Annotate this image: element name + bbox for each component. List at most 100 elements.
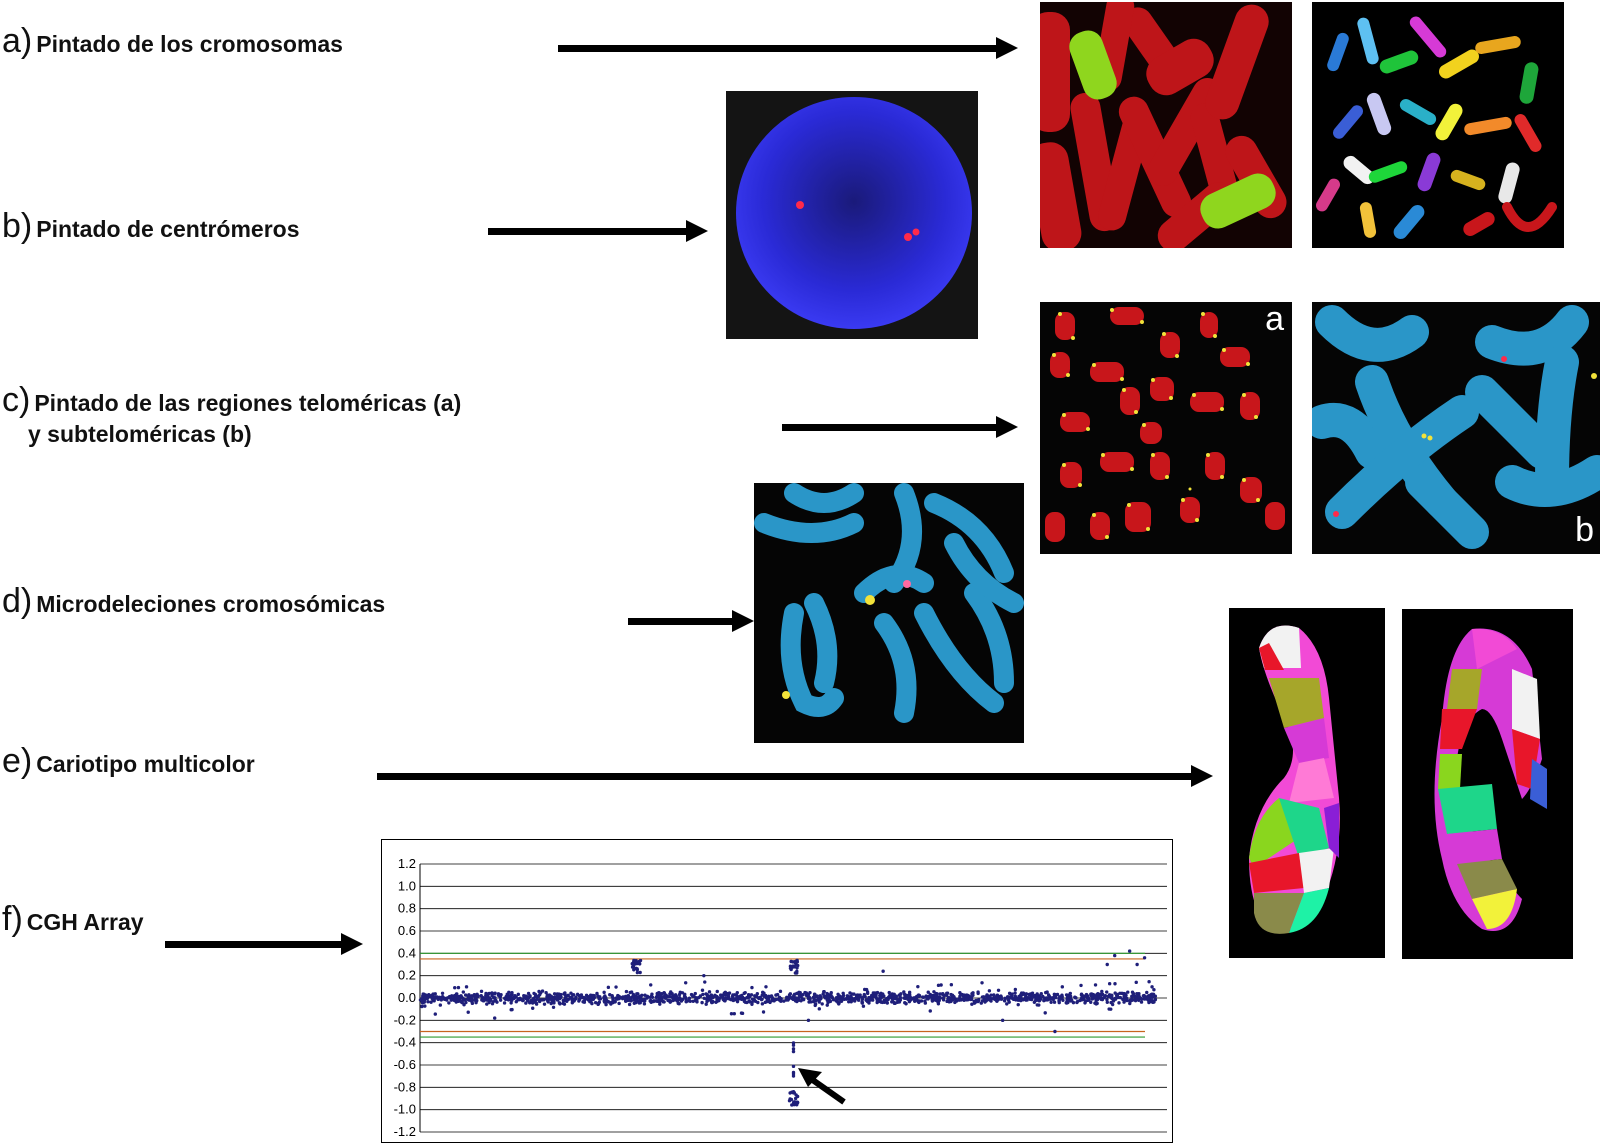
data-point — [696, 995, 701, 1000]
data-point — [985, 993, 989, 997]
data-point — [745, 996, 749, 1000]
data-point — [514, 1000, 518, 1004]
y-tick-label: 1.2 — [398, 856, 416, 871]
data-point — [1086, 998, 1090, 1003]
data-point — [847, 1000, 851, 1004]
data-point — [595, 991, 599, 996]
data-point — [447, 994, 452, 999]
data-point — [987, 989, 992, 993]
data-point — [1043, 1011, 1047, 1015]
data-point — [1090, 995, 1094, 999]
data-point — [1030, 997, 1034, 1002]
data-point — [1110, 1002, 1115, 1007]
data-point — [700, 1000, 704, 1005]
data-point — [801, 993, 805, 997]
data-point — [980, 999, 985, 1003]
data-point — [488, 998, 493, 1002]
data-point — [544, 990, 548, 995]
arrow-c — [782, 416, 1018, 438]
data-point — [933, 994, 937, 999]
data-point — [933, 998, 938, 1002]
data-point — [867, 995, 871, 1000]
label-f-letter: f) — [2, 900, 23, 938]
data-point — [629, 999, 633, 1003]
data-point — [1013, 991, 1017, 995]
data-point — [487, 991, 491, 996]
data-point — [1105, 962, 1109, 967]
data-point — [927, 995, 931, 1000]
data-point — [777, 995, 782, 999]
data-point — [659, 997, 664, 1002]
data-point — [474, 1000, 478, 1005]
data-point — [806, 1018, 811, 1023]
data-point — [793, 959, 797, 964]
data-point — [739, 1011, 744, 1015]
data-point — [806, 993, 811, 997]
data-point — [658, 1002, 662, 1006]
label-a-text: Pintado de los cromosomas — [36, 31, 343, 57]
data-point — [791, 1064, 796, 1069]
data-point — [791, 1049, 796, 1054]
data-point — [941, 996, 945, 1001]
data-point — [797, 990, 801, 995]
y-tick-label: 0.4 — [398, 945, 416, 960]
data-point — [707, 990, 712, 994]
data-point — [423, 1004, 427, 1008]
data-point — [875, 990, 880, 995]
data-point — [969, 997, 974, 1002]
data-point — [494, 998, 498, 1003]
data-point — [871, 998, 875, 1002]
data-point — [912, 999, 917, 1003]
data-point — [839, 995, 844, 999]
data-point — [577, 999, 581, 1003]
data-point — [750, 1002, 754, 1006]
data-point — [1128, 998, 1132, 1002]
data-point — [660, 991, 664, 996]
data-point — [860, 1000, 865, 1005]
data-point — [1079, 992, 1084, 996]
label-b-text: Pintado de centrómeros — [36, 216, 300, 242]
data-point — [1120, 991, 1124, 996]
data-point — [703, 980, 707, 984]
data-point — [569, 991, 573, 995]
data-point — [1146, 995, 1151, 1000]
data-point — [1126, 990, 1130, 994]
data-point — [970, 1002, 974, 1006]
label-e-letter: e) — [2, 742, 33, 780]
data-point — [661, 995, 665, 999]
data-point — [791, 1047, 796, 1051]
data-point — [691, 994, 696, 998]
data-point — [921, 995, 926, 1000]
data-point — [1105, 997, 1109, 1002]
data-point — [1113, 997, 1118, 1001]
data-point — [1100, 989, 1104, 994]
data-point — [878, 998, 882, 1003]
data-point — [718, 993, 723, 997]
data-point — [790, 996, 794, 1001]
data-point — [533, 992, 538, 997]
data-point — [454, 995, 459, 999]
data-point — [795, 966, 799, 970]
data-point — [1105, 990, 1109, 994]
data-point — [440, 991, 445, 995]
data-point — [1026, 996, 1031, 1000]
data-point — [1075, 1000, 1079, 1005]
data-point — [715, 989, 719, 994]
data-point — [546, 998, 550, 1003]
data-point — [1135, 997, 1139, 1002]
chart-arrow-head — [798, 1068, 822, 1087]
data-point — [996, 988, 1001, 993]
data-point — [852, 992, 856, 996]
data-point — [1060, 985, 1065, 989]
data-point — [764, 996, 769, 1000]
data-point — [795, 999, 799, 1004]
data-point — [591, 997, 596, 1001]
data-point — [453, 985, 457, 990]
data-point — [1107, 982, 1112, 986]
data-point — [946, 997, 950, 1001]
data-point — [865, 991, 870, 996]
data-point — [563, 991, 567, 995]
data-point — [778, 989, 783, 994]
data-point — [1021, 991, 1025, 995]
